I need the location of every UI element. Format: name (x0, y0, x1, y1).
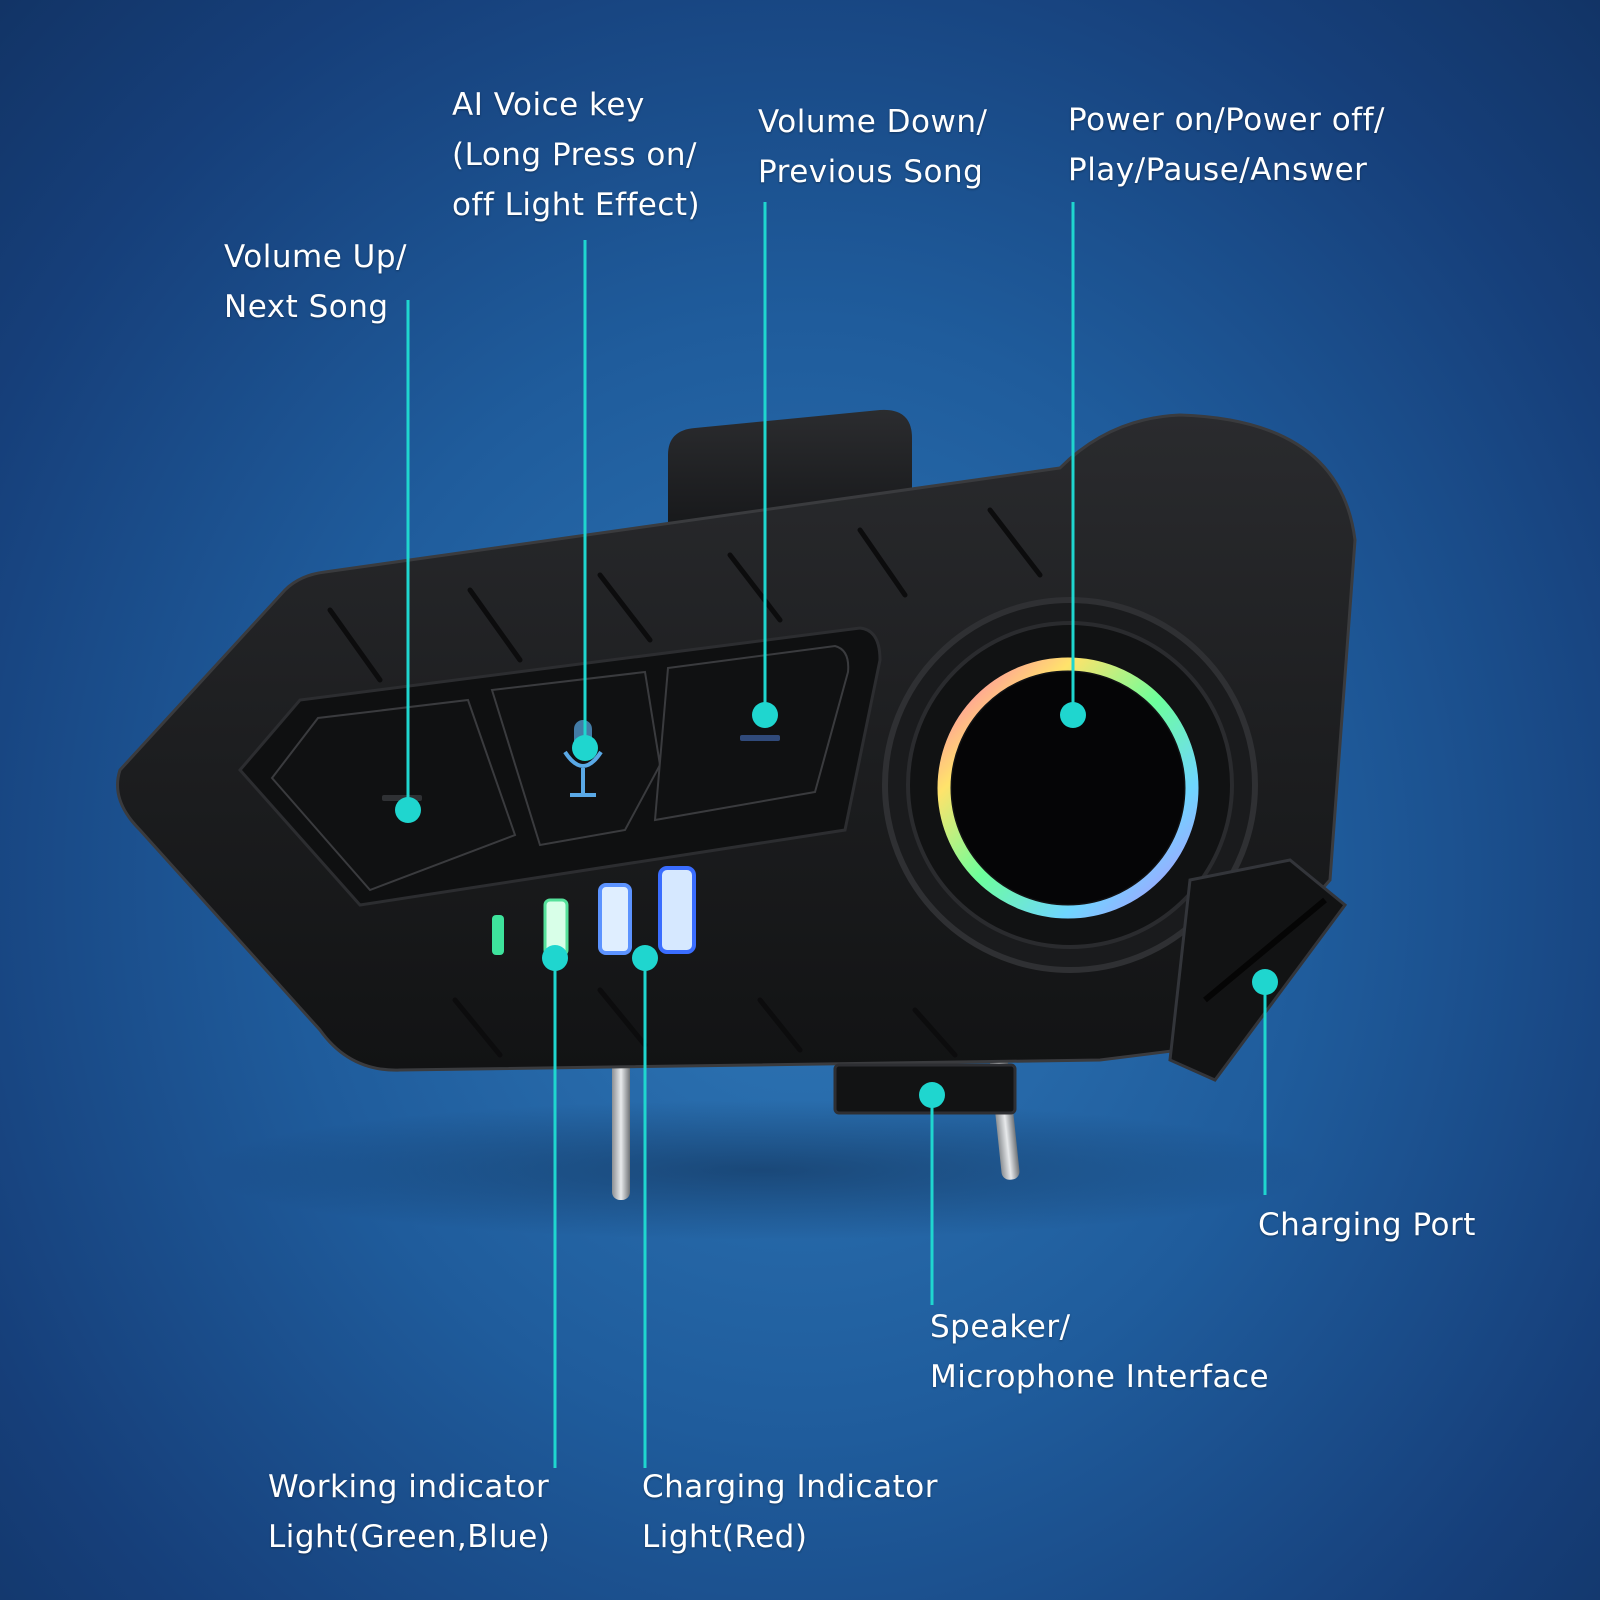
label-volume-up-line1: Volume Up/ (224, 239, 407, 275)
label-ai-voice: AI Voice key (Long Press on/ off Light E… (452, 80, 700, 230)
label-volume-down: Volume Down/ Previous Song (758, 97, 987, 197)
volume-down-button[interactable] (653, 644, 850, 822)
charging-port[interactable] (1168, 858, 1348, 1082)
indicator-light-1 (492, 915, 504, 955)
label-volume-up: Volume Up/ Next Song (224, 232, 407, 332)
power-ring-icon (937, 657, 1199, 919)
power-button[interactable] (882, 597, 1258, 973)
callout-lines (406, 202, 1267, 1468)
ai-voice-button[interactable] (490, 670, 662, 847)
label-volume-down-line1: Volume Down/ (758, 104, 988, 140)
label-charging-indicator-line1: Charging Indicator (642, 1469, 938, 1505)
label-power-line2: Play/Pause/Answer (1068, 152, 1368, 188)
label-working-indicator-line1: Working indicator (268, 1469, 550, 1505)
label-volume-up-line2: Next Song (224, 289, 389, 325)
label-ai-voice-line2: (Long Press on/ (452, 137, 697, 173)
label-ai-voice-line3: off Light Effect) (452, 187, 701, 223)
label-speaker: Speaker/ Microphone Interface (930, 1302, 1269, 1402)
label-speaker-line2: Microphone Interface (930, 1359, 1270, 1395)
device-shadow (200, 1100, 1320, 1240)
indicator-light-4 (658, 866, 696, 954)
label-ai-voice-line1: AI Voice key (452, 87, 645, 123)
label-power: Power on/Power off/ Play/Pause/Answer (1068, 95, 1385, 195)
indicator-light-3 (598, 883, 632, 955)
label-charging-port-line1: Charging Port (1258, 1207, 1476, 1243)
label-working-indicator-line2: Light(Green,Blue) (268, 1519, 551, 1555)
label-volume-down-line2: Previous Song (758, 154, 984, 190)
minus-icon (740, 735, 780, 741)
callout-dots (395, 702, 1278, 1108)
label-charging-indicator: Charging Indicator Light(Red) (642, 1462, 938, 1562)
label-working-indicator: Working indicator Light(Green,Blue) (268, 1462, 550, 1562)
label-charging-indicator-line2: Light(Red) (642, 1519, 808, 1555)
label-power-line1: Power on/Power off/ (1068, 102, 1385, 138)
body-grooves (327, 507, 1043, 1058)
label-speaker-line1: Speaker/ (930, 1309, 1071, 1345)
label-charging-port: Charging Port (1258, 1200, 1476, 1250)
indicator-lights (492, 866, 696, 957)
